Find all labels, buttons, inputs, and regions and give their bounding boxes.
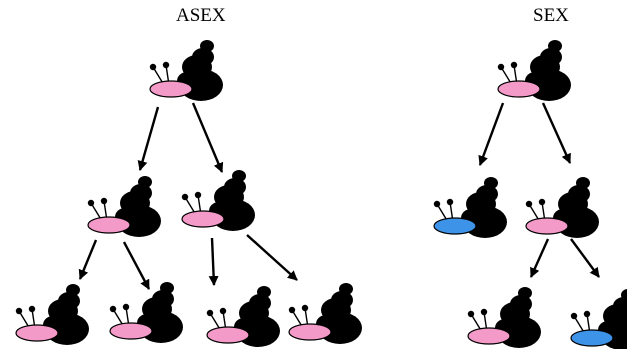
arrow-s-mid-right-to-s-leaf-2 xyxy=(570,238,600,278)
snail-s-leaf-2 xyxy=(570,289,627,349)
snail-body-pink xyxy=(525,217,569,235)
arrow-s-mid-right-to-s-leaf-1 xyxy=(529,238,550,278)
arrow-s-root-to-s-mid-left xyxy=(478,102,505,166)
snail-a-leaf-2 xyxy=(109,282,183,343)
snail-body-pink xyxy=(15,324,59,342)
arrow-a-root-to-a-mid-right xyxy=(191,102,224,173)
snail-s-mid-left xyxy=(433,177,507,238)
snail-body-pink xyxy=(181,210,225,228)
snail-a-mid-left xyxy=(87,176,161,237)
snail-a-leaf-1 xyxy=(15,284,89,345)
snail-body-pink xyxy=(109,322,153,340)
arrow-s-root-to-s-mid-right xyxy=(541,102,572,164)
arrow-a-mid-left-to-a-leaf-2 xyxy=(122,241,151,290)
snail-shell xyxy=(209,170,255,231)
snail-body-pink xyxy=(149,80,193,98)
arrow-a-root-to-a-mid-left xyxy=(137,106,160,171)
arrow-a-mid-left-to-a-leaf-1 xyxy=(78,239,98,280)
arrow-a-mid-right-to-a-leaf-3 xyxy=(208,237,219,286)
snail-body-blue xyxy=(570,329,614,347)
snail-body-pink xyxy=(206,326,250,344)
snail-body-pink xyxy=(497,80,541,98)
snail-a-leaf-3 xyxy=(206,286,280,347)
sex-label: SEX xyxy=(533,5,569,26)
snail-s-root xyxy=(497,40,571,101)
snail-s-mid-right xyxy=(525,177,599,238)
snail-a-leaf-4 xyxy=(288,283,362,344)
snail-a-root xyxy=(149,40,223,101)
snail-body-pink xyxy=(87,216,131,234)
snail-s-leaf-1 xyxy=(467,287,541,348)
snail-body-pink xyxy=(467,327,511,345)
arrow-a-mid-right-to-a-leaf-4 xyxy=(246,234,298,281)
snail-body-pink xyxy=(288,323,332,341)
snail-a-mid-right xyxy=(181,170,255,231)
snail-body-blue xyxy=(433,217,477,235)
asex-label: ASEX xyxy=(176,5,226,26)
